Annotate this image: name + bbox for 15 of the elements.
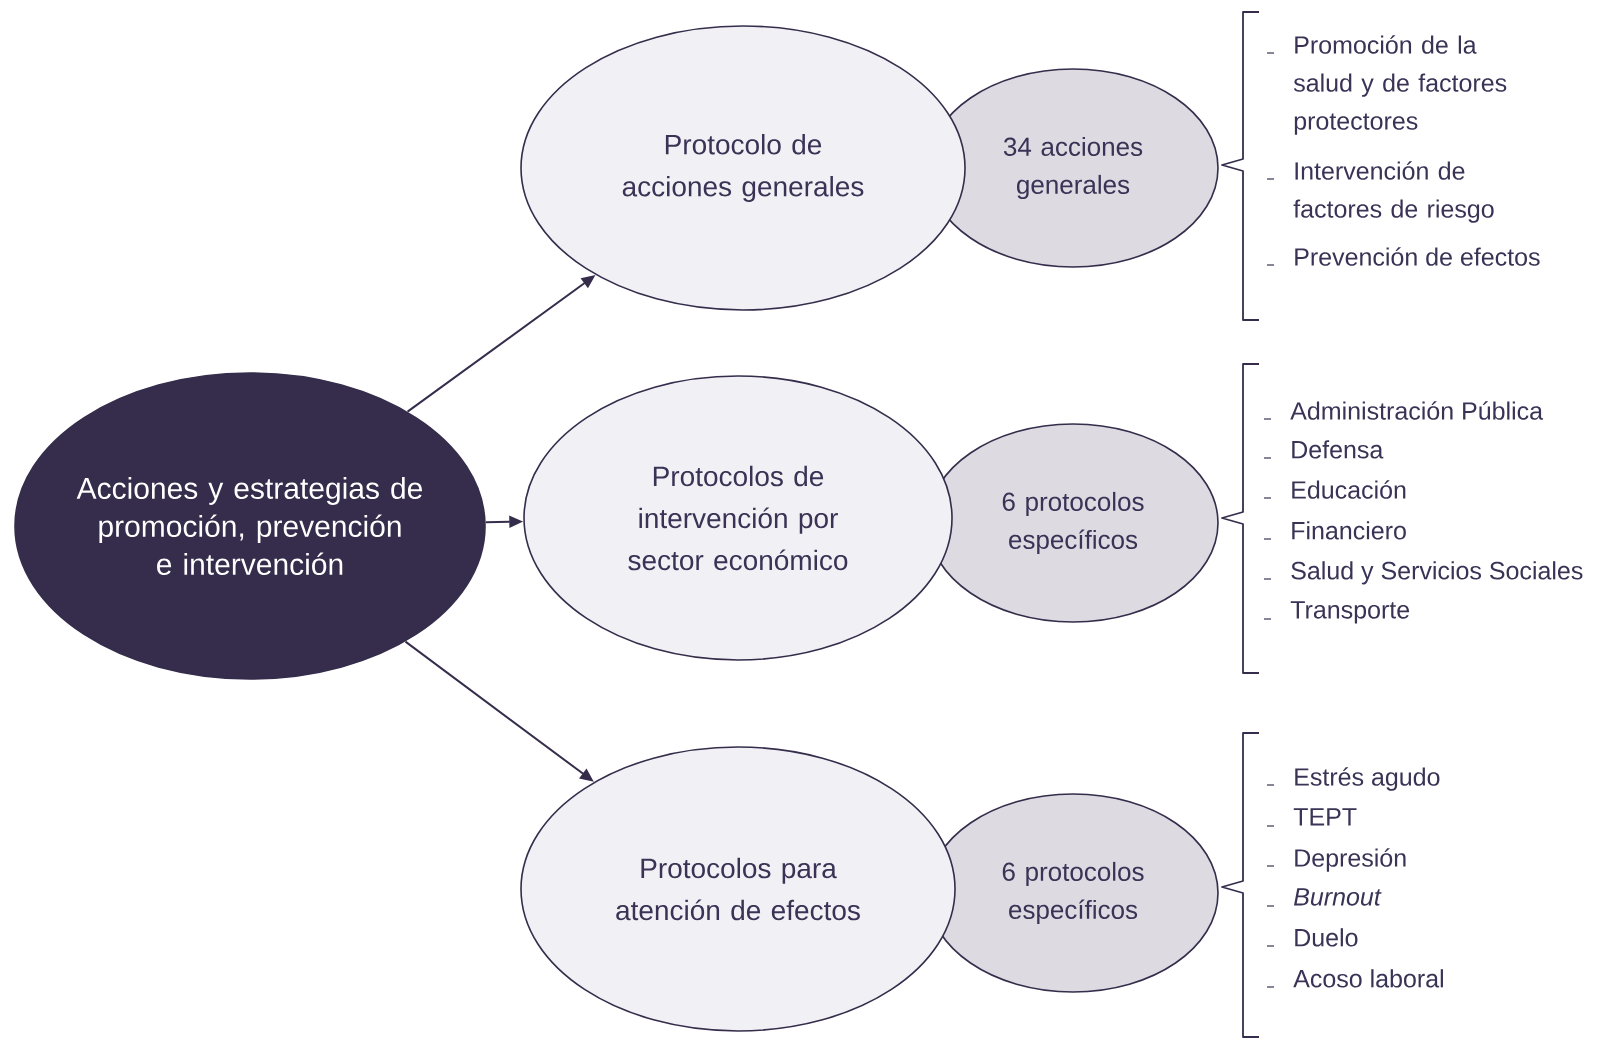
- list-item: Financiero: [1292, 521, 1406, 540]
- list-item: Transporte: [1290, 601, 1410, 624]
- list-item: Acoso laboral: [1293, 969, 1443, 988]
- list-item: Defensa: [1292, 440, 1384, 459]
- list-item: Educación: [1292, 480, 1406, 499]
- list-item: Promoción de la salud y de factores protectores: [1293, 35, 1507, 135]
- list-item: TEPT: [1293, 808, 1357, 826]
- list-item: Salud y Servicios Sociales: [1291, 561, 1583, 585]
- list-item: Duelo: [1295, 928, 1358, 947]
- list-item: Depresión: [1295, 848, 1406, 872]
- list-item: Intervención de factores de riesgo: [1293, 161, 1494, 223]
- list-item: Estrés agudo: [1295, 767, 1440, 791]
- list-item: Burnout: [1294, 888, 1382, 906]
- list-item: Administración Pública: [1290, 401, 1544, 420]
- list-item: Prevención de efectos: [1295, 247, 1540, 266]
